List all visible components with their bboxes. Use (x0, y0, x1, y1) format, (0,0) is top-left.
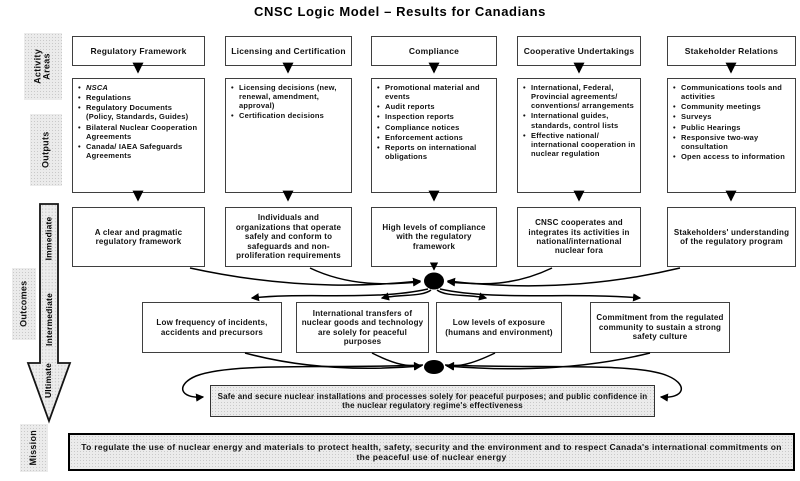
activity-header-stakeholder-relations: Stakeholder Relations (667, 36, 796, 66)
side-label-mission: Mission (20, 424, 48, 472)
activity-header-label: Compliance (408, 45, 460, 56)
activity-header-label: Cooperative Undertakings (523, 45, 635, 56)
activity-header-regulatory-framework: Regulatory Framework (72, 36, 205, 66)
intermediate-outcome-text: Commitment from the regulated community … (596, 313, 724, 342)
side-label-outcomes: Outcomes (12, 268, 36, 340)
output-item: NSCA (77, 83, 201, 92)
output-item: Enforcement actions (376, 133, 493, 142)
outputs-list: Promotional material and events Audit re… (376, 83, 493, 162)
outputs-list: Licensing decisions (new, renewal, amend… (230, 83, 348, 122)
outputs-list: Communications tools and activities Comm… (672, 83, 792, 162)
intermediate-outcome-text: Low levels of exposure (humans and envir… (445, 318, 553, 337)
immediate-outcome-licensing-certification: Individuals and organizations that opera… (225, 207, 352, 267)
output-item: Compliance notices (376, 123, 493, 132)
arrow-label-ultimate-text: Ultimate (43, 362, 54, 398)
output-item: Communications tools and activities (672, 83, 792, 101)
output-item: Licensing decisions (new, renewal, amend… (230, 83, 348, 110)
outputs-box-regulatory-framework: NSCA Regulations Regulatory Documents (P… (72, 78, 205, 193)
output-item: Certification decisions (230, 111, 348, 120)
immediate-outcome-cooperative-undertakings: CNSC cooperates and integrates its activ… (517, 207, 641, 267)
intermediate-outcome-low-exposure: Low levels of exposure (humans and envir… (436, 302, 562, 353)
output-item: International guides, standards, control… (522, 111, 637, 129)
output-item: Open access to information (672, 152, 792, 161)
intermediate-outcome-text: Low frequency of incidents, accidents an… (156, 318, 268, 337)
activity-header-label: Regulatory Framework (90, 45, 187, 56)
side-label-activity-areas-text: Activity Areas (32, 49, 52, 84)
ultimate-outcome-text: Safe and secure nuclear installations an… (217, 391, 648, 410)
output-item: Canada/ IAEA Safeguards Agreements (77, 142, 201, 160)
outputs-box-cooperative-undertakings: International, Federal, Provincial agree… (517, 78, 641, 193)
outputs-box-stakeholder-relations: Communications tools and activities Comm… (667, 78, 796, 193)
activity-header-licensing-certification: Licensing and Certification (225, 36, 352, 66)
output-item: Reports on international obligations (376, 143, 493, 161)
output-item: Promotional material and events (376, 83, 493, 101)
activity-header-cooperative-undertakings: Cooperative Undertakings (517, 36, 641, 66)
outputs-box-licensing-certification: Licensing decisions (new, renewal, amend… (225, 78, 352, 193)
output-item: Public Hearings (672, 123, 792, 132)
immediate-outcome-text: Individuals and organizations that opera… (235, 213, 342, 261)
arrow-label-immediate: Immediate (34, 207, 64, 269)
immediate-outcome-stakeholder-relations: Stakeholders' understanding of the regul… (667, 207, 796, 267)
mission-box: To regulate the use of nuclear energy an… (68, 433, 795, 471)
immediate-outcome-text: Stakeholders' understanding of the regul… (673, 227, 790, 246)
mission-text: To regulate the use of nuclear energy an… (81, 441, 782, 462)
immediate-outcome-regulatory-framework: A clear and pragmatic regulatory framewo… (72, 207, 205, 267)
page-title: CNSC Logic Model – Results for Canadians (254, 4, 546, 19)
side-label-mission-text: Mission (28, 430, 39, 466)
outputs-list: International, Federal, Provincial agree… (522, 83, 637, 159)
immediate-outcome-text: CNSC cooperates and integrates its activ… (528, 218, 630, 256)
activity-header-compliance: Compliance (371, 36, 497, 66)
output-item: Community meetings (672, 102, 792, 111)
intermediate-outcome-low-frequency: Low frequency of incidents, accidents an… (142, 302, 282, 353)
output-item: Audit reports (376, 102, 493, 111)
outputs-box-compliance: Promotional material and events Audit re… (371, 78, 497, 193)
output-item: Inspection reports (376, 112, 493, 121)
output-item: Bilateral Nuclear Cooperation Agreements (77, 123, 201, 141)
activity-header-label: Licensing and Certification (231, 45, 346, 56)
immediate-outcome-text: A clear and pragmatic regulatory framewo… (94, 227, 183, 246)
side-label-outputs: Outputs (30, 114, 62, 186)
immediate-outcome-compliance: High levels of compliance with the regul… (371, 207, 497, 267)
output-item: Regulations (77, 93, 201, 102)
arrow-label-intermediate: Intermediate (34, 281, 64, 357)
activity-header-label: Stakeholder Relations (684, 45, 779, 56)
output-item: Surveys (672, 112, 792, 121)
arrow-label-ultimate: Ultimate (34, 351, 64, 409)
intermediate-outcome-text: International transfers of nuclear goods… (301, 308, 424, 346)
arrow-label-immediate-text: Immediate (43, 216, 54, 260)
output-item: International, Federal, Provincial agree… (522, 83, 637, 110)
immediate-outcome-text: High levels of compliance with the regul… (382, 222, 486, 251)
intermediate-outcome-international-transfers: International transfers of nuclear goods… (296, 302, 429, 353)
side-label-outcomes-text: Outcomes (18, 280, 29, 328)
output-item: Effective national/ international cooper… (522, 131, 637, 158)
side-label-activity-areas: Activity Areas (24, 33, 62, 100)
side-label-outputs-text: Outputs (40, 131, 51, 169)
outputs-list: NSCA Regulations Regulatory Documents (P… (77, 83, 201, 161)
output-item: Regulatory Documents (Policy, Standards,… (77, 103, 201, 121)
arrow-label-intermediate-text: Intermediate (43, 292, 54, 346)
ultimate-outcome-box: Safe and secure nuclear installations an… (210, 385, 655, 417)
intermediate-outcome-safety-culture: Commitment from the regulated community … (590, 302, 730, 353)
output-item: Responsive two-way consultation (672, 133, 792, 151)
